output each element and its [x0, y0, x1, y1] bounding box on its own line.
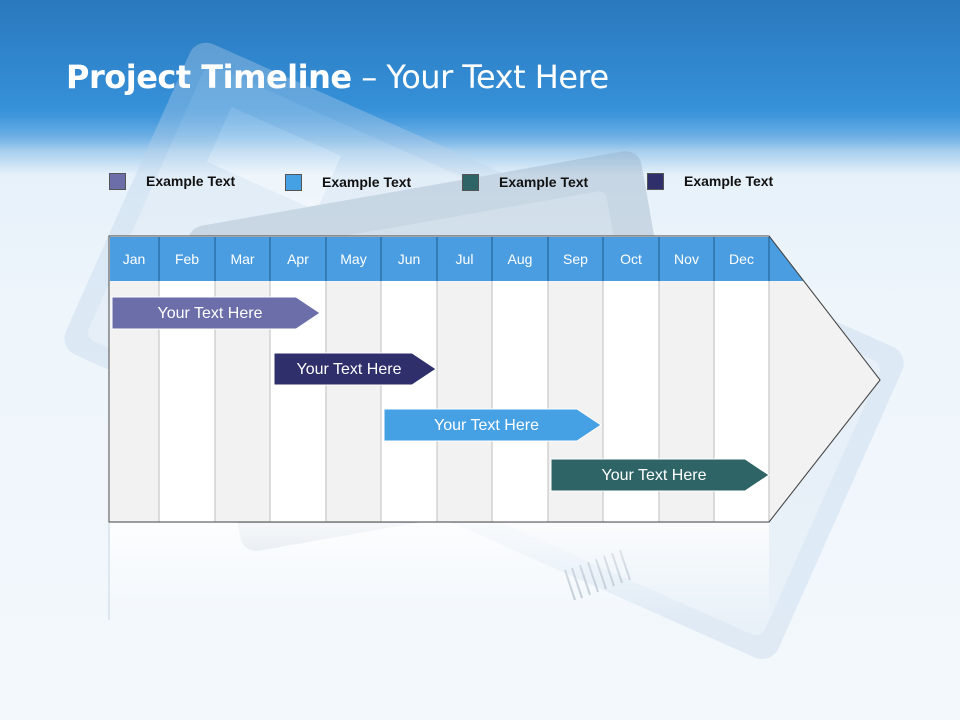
legend-swatch	[647, 172, 664, 190]
task-arrow-1	[111, 296, 321, 330]
month-column-shade	[437, 281, 492, 522]
page-title: Project Timeline – Your Text Here	[66, 58, 609, 96]
month-label: Dec	[729, 251, 754, 267]
task-arrow-4	[550, 458, 770, 492]
legend-item: Example Text	[285, 172, 411, 192]
header-dividers	[158, 237, 770, 281]
legend-swatch	[109, 172, 126, 190]
task-label: Your Text Here	[296, 361, 402, 378]
month-label: Sep	[563, 251, 588, 267]
legend-swatch	[462, 173, 479, 191]
legend-item: Example Text	[647, 171, 773, 191]
task-label: Your Text Here	[601, 467, 707, 484]
timeline-arrow-head	[769, 281, 880, 522]
month-label: Nov	[674, 251, 699, 267]
task-label: Your Text Here	[157, 305, 263, 322]
header-band	[0, 0, 960, 150]
legend-label: Example Text	[499, 174, 589, 190]
month-label: Jun	[397, 251, 421, 267]
month-label: May	[340, 251, 367, 267]
month-label: Jul	[455, 251, 474, 267]
task-arrow-2	[273, 352, 437, 386]
task-arrow-3	[383, 408, 602, 442]
month-label: Mar	[230, 251, 255, 267]
timeline-reflection	[109, 523, 769, 623]
month-label: Jan	[122, 251, 146, 267]
legend-swatch	[285, 173, 302, 191]
legend-label: Example Text	[146, 173, 236, 189]
title-rest: – Your Text Here	[351, 58, 609, 96]
month-label: Apr	[287, 251, 309, 267]
title-bold: Project Timeline	[66, 58, 352, 96]
month-label: Oct	[620, 251, 642, 267]
legend-item: Example Text	[462, 172, 588, 192]
task-label: Your Text Here	[434, 417, 539, 434]
legend-item: Example Text	[109, 171, 235, 191]
month-label: Feb	[174, 251, 200, 267]
month-label: Aug	[507, 251, 533, 267]
timeline-border	[108, 235, 881, 523]
legend-label: Example Text	[322, 174, 412, 190]
legend-label: Example Text	[684, 173, 774, 189]
month-column-shade	[326, 281, 381, 522]
